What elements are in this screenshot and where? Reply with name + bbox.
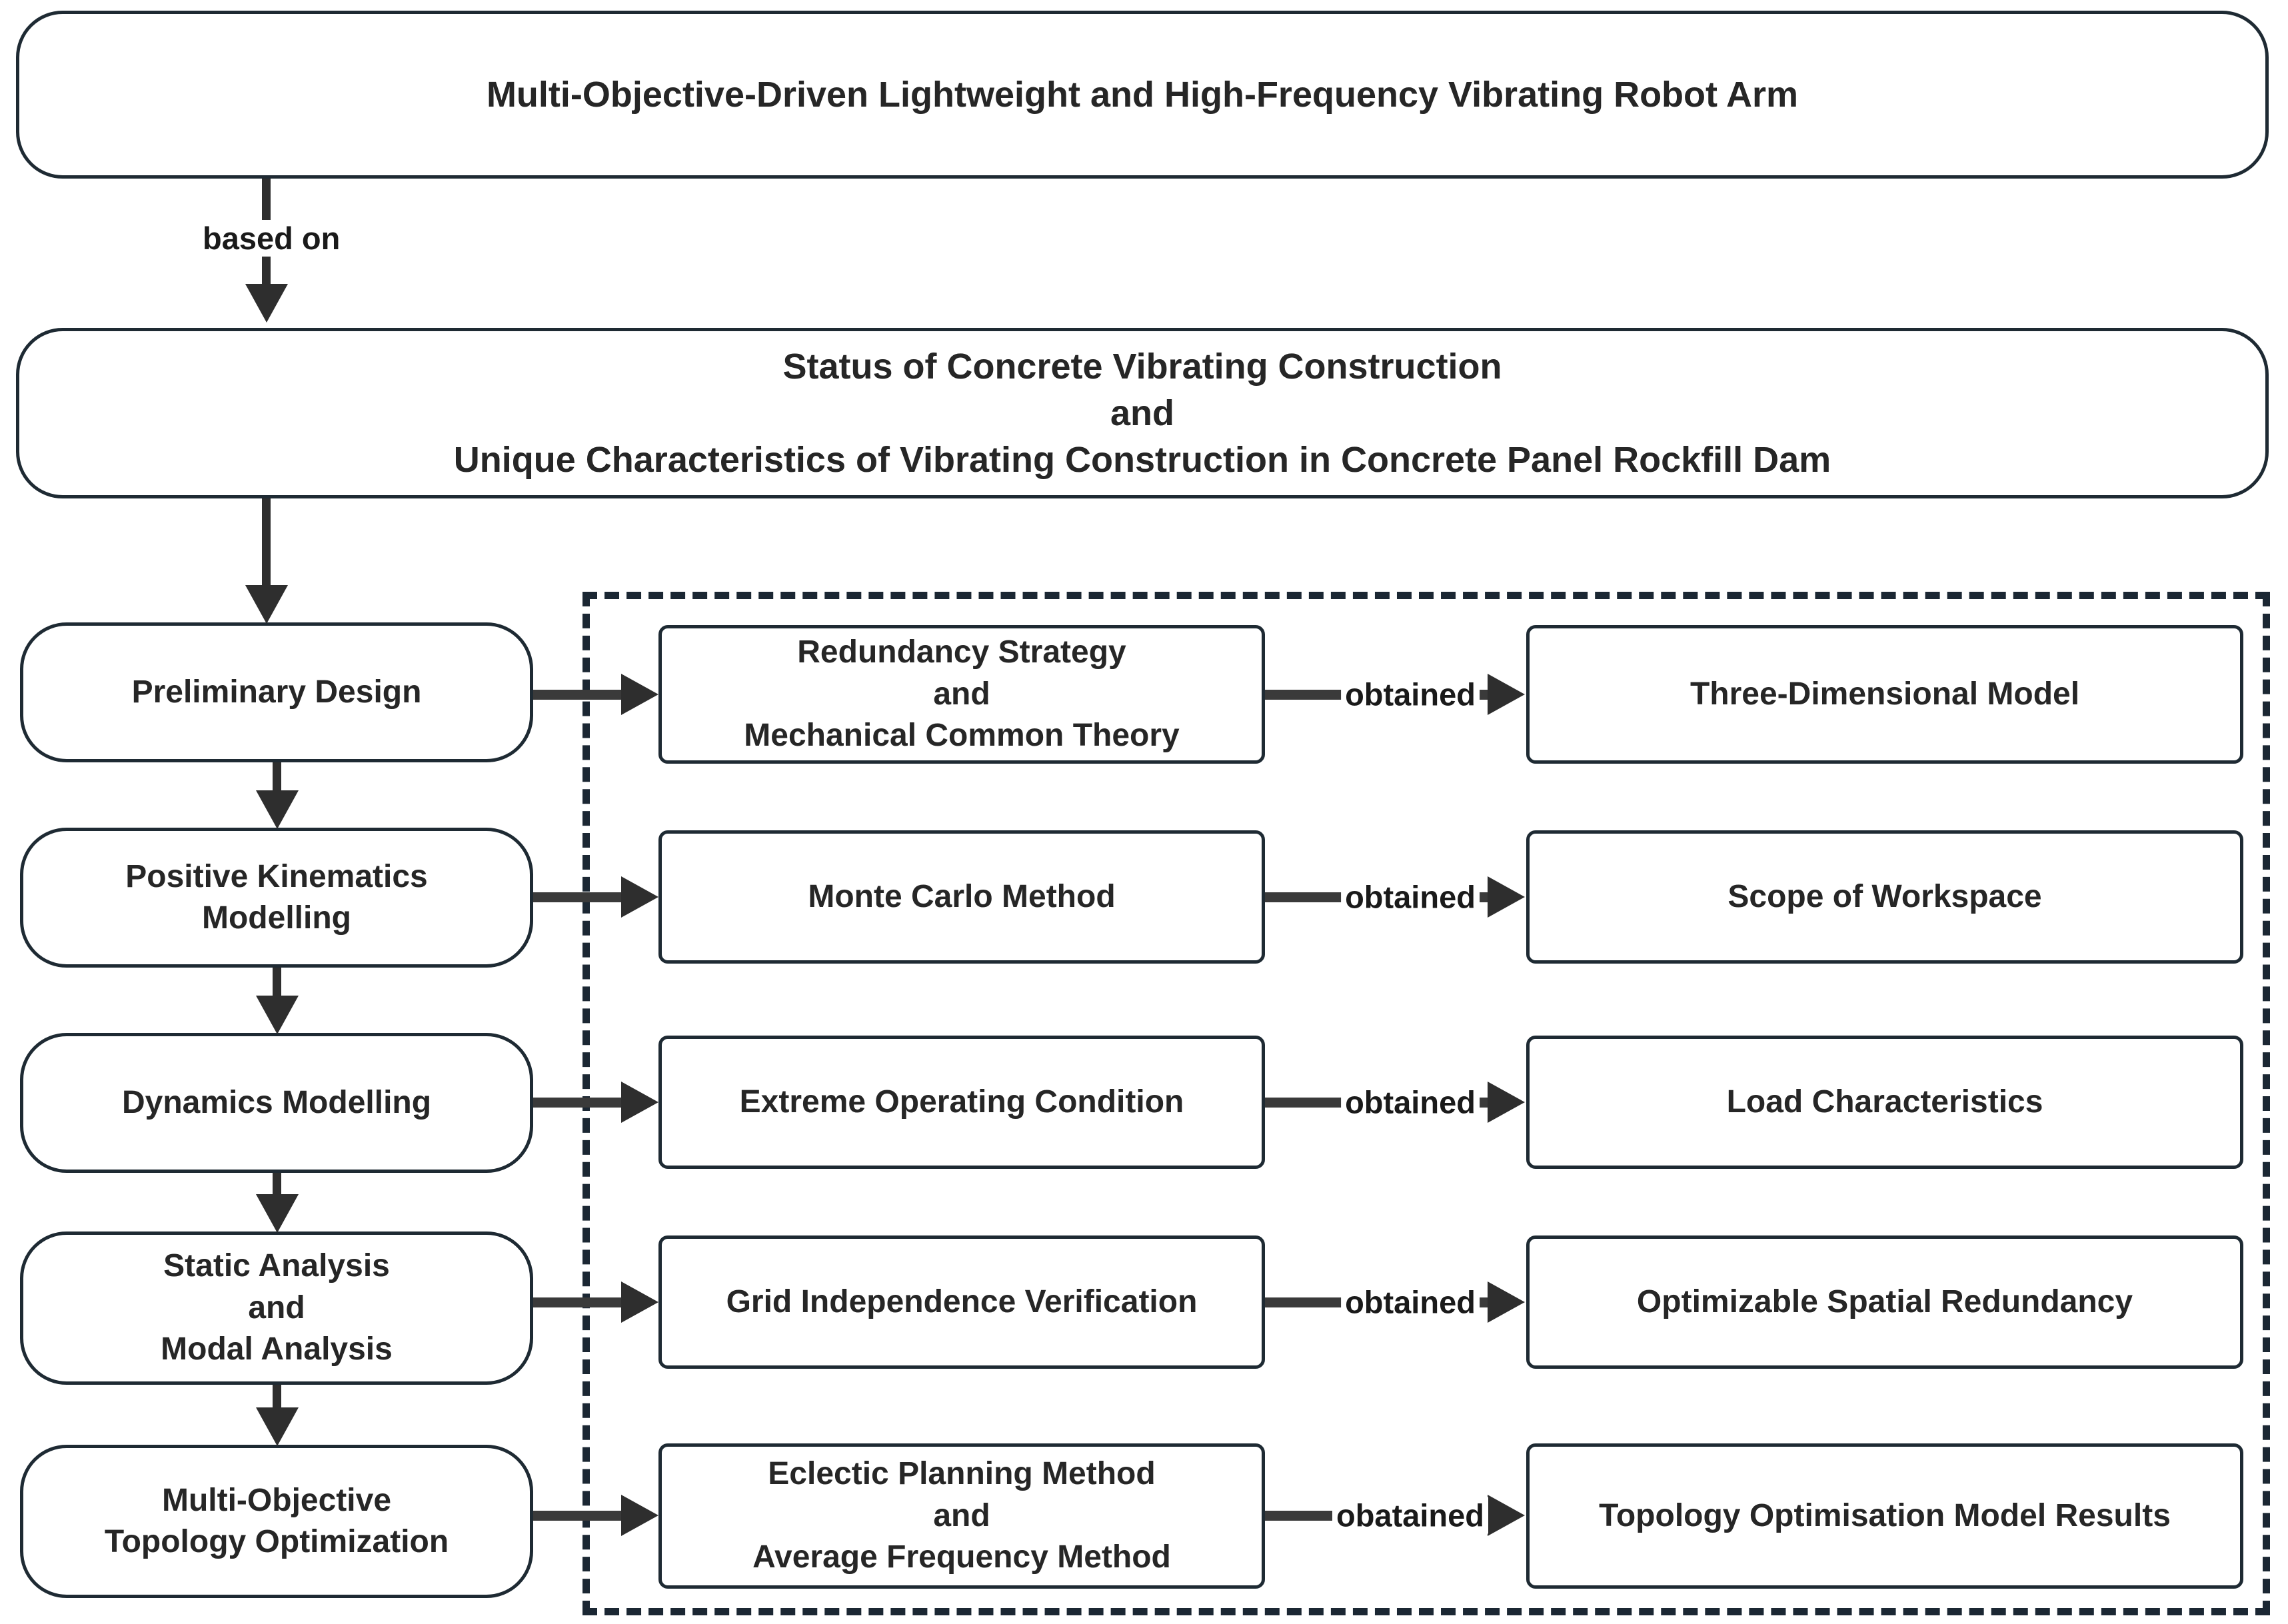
connector-status-to-stage1-arrow (245, 585, 288, 624)
connector-stage4-to-stage5-line (273, 1385, 281, 1407)
connector-stage5-to-method5-arrow (621, 1495, 658, 1536)
edge-label-obtained: obtained (1341, 676, 1480, 713)
stage-node-label: Positive Kinematics Modelling (125, 858, 428, 936)
connector-method2-to-result2-arrow (1488, 876, 1525, 918)
stage-node-label: Multi-Objective Topology Optimization (104, 1482, 449, 1559)
method-node-redundancy-strategy: Redundancy Strategy and Mechanical Commo… (658, 625, 1265, 764)
method-node-label: Monte Carlo Method (808, 878, 1116, 914)
stage-node-multi-objective-topology-optimization: Multi-Objective Topology Optimization (20, 1445, 533, 1598)
connector-method3-to-result3-arrow (1488, 1082, 1525, 1123)
connector-stage3-to-stage4-arrow (256, 1194, 299, 1233)
edge-label-obtained: obtained (1341, 1283, 1480, 1321)
result-node-label: Three-Dimensional Model (1690, 676, 2080, 712)
connector-stage4-to-stage5-arrow (256, 1407, 299, 1446)
connector-stage3-to-stage4-line (273, 1173, 281, 1194)
result-node-label: Topology Optimisation Model Results (1599, 1497, 2171, 1533)
method-node-label: Eclectic Planning Method and Average Fre… (752, 1456, 1171, 1575)
connector-stage1-to-stage2-arrow (256, 790, 299, 829)
title-node: Multi-Objective-Driven Lightweight and H… (16, 11, 2269, 179)
connector-title-to-status-arrow (245, 284, 288, 323)
result-node-three-dimensional-model: Three-Dimensional Model (1526, 625, 2243, 764)
connector-stage2-to-method2-arrow (621, 876, 658, 918)
title-node-label: Multi-Objective-Driven Lightweight and H… (486, 74, 1799, 115)
connector-stage4-to-method4-arrow (621, 1281, 658, 1323)
status-node: Status of Concrete Vibrating Constructio… (16, 328, 2269, 498)
edge-label-obatained: obatained (1332, 1497, 1488, 1534)
connector-stage1-to-stage2-line (273, 762, 281, 792)
edge-label-obtained: obtained (1341, 878, 1480, 916)
stage-node-preliminary-design: Preliminary Design (20, 622, 533, 762)
result-node-label: Load Characteristics (1726, 1084, 2043, 1120)
stage-node-dynamics-modelling: Dynamics Modelling (20, 1033, 533, 1173)
connector-stage5-to-method5-line (533, 1511, 622, 1521)
status-node-label: Status of Concrete Vibrating Constructio… (453, 346, 1831, 480)
connector-method5-to-result5-arrow (1488, 1495, 1525, 1536)
connector-method1-to-result1-arrow (1488, 674, 1525, 715)
edge-label-obtained: obtained (1341, 1084, 1480, 1121)
connector-stage3-to-method3-line (533, 1098, 622, 1108)
edge-label-based-on: based on (199, 220, 345, 257)
connector-stage2-to-stage3-line (273, 968, 281, 997)
result-node-optimizable-spatial-redundancy: Optimizable Spatial Redundancy (1526, 1235, 2243, 1369)
connector-status-to-stage1-line (262, 498, 271, 585)
result-node-label: Optimizable Spatial Redundancy (1636, 1283, 2133, 1319)
connector-stage4-to-method4-line (533, 1297, 622, 1307)
result-node-topology-optimisation-model-results: Topology Optimisation Model Results (1526, 1443, 2243, 1589)
method-node-extreme-operating-condition: Extreme Operating Condition (658, 1036, 1265, 1169)
result-node-load-characteristics: Load Characteristics (1526, 1036, 2243, 1169)
stage-node-label: Preliminary Design (131, 674, 422, 710)
connector-stage2-to-stage3-arrow (256, 996, 299, 1034)
connector-stage2-to-method2-line (533, 892, 622, 902)
method-node-label: Redundancy Strategy and Mechanical Commo… (744, 634, 1180, 754)
stage-node-static-and-modal-analysis: Static Analysis and Modal Analysis (20, 1231, 533, 1385)
connector-stage1-to-method1-line (533, 690, 622, 700)
stage-node-positive-kinematics-modelling: Positive Kinematics Modelling (20, 828, 533, 968)
connector-stage3-to-method3-arrow (621, 1082, 658, 1123)
result-node-label: Scope of Workspace (1727, 878, 2042, 914)
result-node-scope-of-workspace: Scope of Workspace (1526, 830, 2243, 964)
stage-node-label: Static Analysis and Modal Analysis (161, 1248, 393, 1367)
connector-method4-to-result4-arrow (1488, 1281, 1525, 1323)
method-node-eclectic-planning: Eclectic Planning Method and Average Fre… (658, 1443, 1265, 1589)
method-node-label: Extreme Operating Condition (739, 1084, 1184, 1120)
stage-node-label: Dynamics Modelling (121, 1084, 432, 1120)
method-node-label: Grid Independence Verification (726, 1283, 1198, 1319)
method-node-monte-carlo: Monte Carlo Method (658, 830, 1265, 964)
method-node-grid-independence-verification: Grid Independence Verification (658, 1235, 1265, 1369)
connector-stage1-to-method1-arrow (621, 674, 658, 715)
